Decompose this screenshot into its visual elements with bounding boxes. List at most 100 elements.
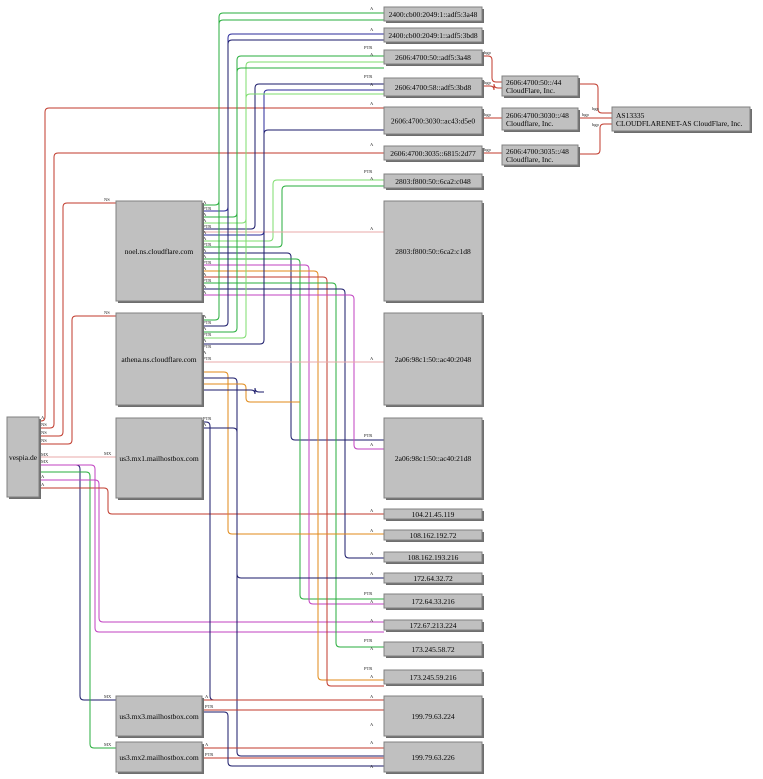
edge-vespia-aaaa-3030 — [39, 107, 384, 422]
node-ip-2606-58[interactable]: 2606:4700:58::adf5:3bd8 — [383, 77, 484, 98]
edge-label-mx1-a: A — [203, 422, 207, 427]
node-ip-104[interactable]: 104.21.45.119 — [383, 508, 484, 521]
node-ip-2606-3035[interactable]: 2606:4700:3035::6815:2d77 — [383, 145, 484, 162]
node-ip-2a06-d8[interactable]: 2a06:98c1:50::ac40:21d8 — [383, 417, 484, 500]
node-label: 2803:f800:50::6ca2:c1d8 — [395, 247, 471, 256]
edge-ns1-ptr-2803-48 — [202, 185, 384, 248]
node-label: 173.245.58.72 — [411, 645, 454, 654]
edge-label-mx-b: MX — [41, 459, 49, 464]
node-vespia[interactable]: vespia.de — [6, 416, 41, 499]
edge-label-ns1-8: A — [203, 248, 207, 253]
edge-label-ns1-4: PTR — [203, 224, 211, 229]
edge-label-ns1-6: A — [203, 236, 207, 241]
node-box — [383, 200, 483, 302]
edge-ns2-c — [202, 129, 384, 345]
edge-ns2-a-108-72 — [202, 371, 384, 535]
edge-layer: ANSNSNSNSNSMXMXMXMXMXAAAPTRAAPTRAAPTRAAP… — [39, 6, 612, 769]
node-ip-2606-50[interactable]: 2606:4700:50::adf5:3a48 — [383, 49, 484, 66]
node-ns2[interactable]: athena.ns.cloudflare.com — [115, 312, 204, 407]
edge-label-bgp-7: bgp — [592, 122, 600, 127]
node-label: Cloudflare, Inc. — [506, 155, 553, 164]
edge-label-ns1-14: A — [203, 284, 207, 289]
node-box — [383, 173, 483, 189]
edge-label-ns1-7: PTR — [203, 242, 211, 247]
node-ip-2803-48[interactable]: 2803:f800:50::6ca2:c048 — [383, 173, 484, 190]
node-box — [501, 107, 579, 131]
node-ip-2803-d8[interactable]: 2803:f800:50::6ca2:c1d8 — [383, 200, 484, 303]
node-box — [501, 144, 579, 166]
node-ip-2400-d8[interactable]: 2400:cb00:2049:1::adf5:3bd8 — [383, 27, 484, 44]
edge-ns1-ptr-2606-58 — [202, 89, 384, 236]
node-ip-199-224[interactable]: 199.79.63.224 — [383, 695, 484, 738]
node-ip-199-226[interactable]: 199.79.63.226 — [383, 741, 484, 774]
edge-label-ns2-7: PTR — [203, 356, 211, 361]
edge-net3035-as — [578, 123, 612, 155]
edge-label-target-12: PTR — [364, 433, 372, 438]
node-mx1[interactable]: us3.mx1.mailhostbox.com — [115, 417, 204, 500]
edge-label-target-27: A — [370, 740, 374, 745]
node-ip-173-72[interactable]: 173.245.58.72 — [383, 641, 484, 658]
node-label: CLOUDFLARENET-AS CloudFlare, Inc. — [616, 119, 743, 128]
edge-label-mx2-ptr: PTR — [205, 752, 213, 757]
node-label: us3.mx2.mailhostbox.com — [119, 753, 199, 762]
edge-label-ns1-1: PTR — [203, 206, 211, 211]
node-box — [383, 77, 483, 97]
node-mx3[interactable]: us3.mx3.mailhostbox.com — [115, 695, 204, 738]
node-ip-172-67[interactable]: 172.67.213.224 — [383, 619, 484, 632]
edge-ns1-aaaa-2606-50 — [202, 55, 384, 218]
node-box — [115, 200, 203, 302]
edge-mx3-b — [202, 711, 384, 767]
edge-bgp-2606-58 — [482, 83, 502, 91]
node-box — [501, 75, 579, 97]
edge-ns1-aaaa-2a06-d8 — [202, 252, 384, 441]
node-mx2[interactable]: us3.mx2.mailhostbox.com — [115, 741, 204, 774]
node-label: 2606:4700:50::adf5:3a48 — [395, 53, 471, 62]
node-ip-108-72[interactable]: 108.162.192.72 — [383, 529, 484, 542]
node-box — [383, 641, 483, 657]
edge-bgp-2606-50 — [482, 55, 502, 83]
node-label: 2606:4700:3030::/48 — [506, 111, 569, 120]
node-ip-173-216[interactable]: 173.245.59.216 — [383, 669, 484, 686]
edge-label-ns1-15: A — [203, 290, 207, 295]
node-ip-108-216[interactable]: 108.162.193.216 — [383, 551, 484, 564]
edge-ns2-ptr-172-64-72 — [202, 387, 264, 395]
edge-vespia-ns1 — [39, 202, 116, 437]
edge-label-ns2-3: PTR — [203, 332, 211, 337]
node-ip-2a06-48[interactable]: 2a06:98c1:50::ac40:2048 — [383, 312, 484, 407]
edge-label-target-13: A — [370, 442, 374, 447]
edge-label-mx-a: MX — [41, 452, 49, 457]
edge-label-target-23: PTR — [364, 666, 372, 671]
node-box — [383, 741, 483, 773]
edge-label-mx2-a: A — [205, 742, 209, 747]
node-ip-172-64-216[interactable]: 172.64.33.216 — [383, 593, 484, 610]
edge-label-ns2-0: A — [203, 314, 207, 319]
edge-label-bgp-1: bgp — [484, 50, 492, 55]
node-label: athena.ns.cloudflare.com — [121, 355, 196, 364]
edge-label-ns1-0: A — [203, 200, 207, 205]
node-ns1[interactable]: noel.ns.cloudflare.com — [115, 200, 204, 303]
edge-vespia-aaaa-3035 — [39, 152, 384, 429]
edge-label-ns1-11: A — [203, 266, 207, 271]
edge-label-target-16: A — [370, 551, 374, 556]
edge-ns2-b — [202, 93, 384, 339]
edge-ns1-aaaa-2606-58 — [202, 83, 384, 230]
edge-ns1-a-172-64-216 — [202, 258, 384, 600]
edge-label-target-24: A — [370, 674, 374, 679]
node-box — [383, 417, 483, 499]
edge-ns1-ptr-2a06-d8 — [202, 294, 384, 450]
node-label: 172.64.33.216 — [411, 597, 454, 606]
node-ip-2400-48[interactable]: 2400:cb00:2049:1::adf5:3a48 — [383, 6, 484, 23]
edge-ns2-a-2400 — [202, 19, 384, 321]
node-box — [115, 741, 203, 773]
edge-label-target-0: A — [370, 6, 374, 11]
edge-label-bgp-3: bgp — [484, 112, 492, 117]
node-ip-172-64-72[interactable]: 172.64.32.72 — [383, 572, 484, 585]
node-label: 2606:4700:50::/44 — [506, 78, 562, 87]
edge-label-target-18: PTR — [364, 591, 372, 596]
node-ip-2606-3030[interactable]: 2606:4700:3030::ac43:d5e0 — [383, 106, 484, 136]
edge-label-mx-3: MX — [104, 694, 112, 699]
